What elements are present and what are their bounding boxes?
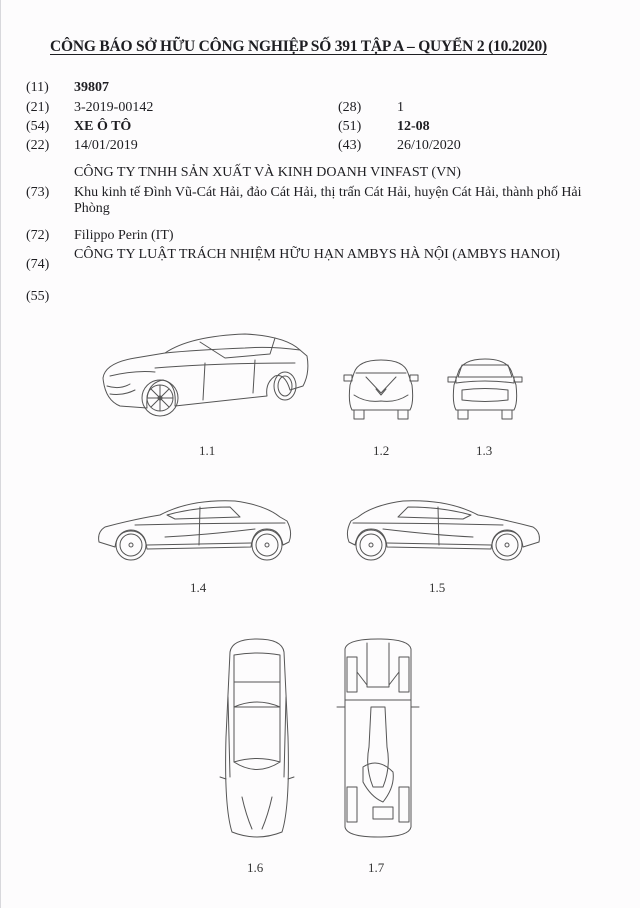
figure-1-2-front-drawing bbox=[343, 359, 419, 420]
figure-label-1-5: 1.5 bbox=[429, 580, 446, 595]
gazette-header: CÔNG BÁO SỞ HỮU CÔNG NGHIỆP SỐ 391 TẬP A… bbox=[50, 38, 547, 55]
owner-name: CÔNG TY TNHH SẢN XUẤT VÀ KINH DOANH VINF… bbox=[74, 165, 461, 180]
application-number: 3-2019-00142 bbox=[74, 100, 154, 115]
filing-date: 14/01/2019 bbox=[74, 138, 138, 153]
field-code-21: (21) bbox=[26, 100, 50, 115]
owner-address: Khu kinh tế Đình Vũ-Cát Hải, đảo Cát Hải… bbox=[74, 185, 582, 216]
page-edge bbox=[0, 0, 1, 908]
figure-1-1-perspective-drawing bbox=[102, 333, 309, 417]
registration-number: 39807 bbox=[74, 80, 109, 95]
field-code-74: (74) bbox=[26, 257, 50, 272]
designer: Filippo Perin (IT) bbox=[74, 228, 174, 243]
figure-1-3-rear-drawing bbox=[447, 358, 523, 420]
figure-label-1-1: 1.1 bbox=[199, 443, 216, 458]
figure-1-5-side-right-drawing bbox=[346, 500, 540, 561]
figure-label-1-2: 1.2 bbox=[373, 443, 390, 458]
field-code-73: (73) bbox=[26, 185, 50, 200]
design-title: XE Ô TÔ bbox=[74, 119, 132, 134]
field-code-28: (28) bbox=[338, 100, 362, 115]
representative: CÔNG TY LUẬT TRÁCH NHIỆM HỮU HẠN AMBYS H… bbox=[74, 247, 560, 262]
figure-1-6-top-drawing bbox=[219, 638, 295, 838]
field-code-51: (51) bbox=[338, 119, 362, 134]
figure-1-4-side-left-drawing bbox=[98, 500, 292, 561]
field-code-55: (55) bbox=[26, 289, 50, 304]
field-code-43: (43) bbox=[338, 138, 362, 153]
figure-label-1-3: 1.3 bbox=[476, 443, 493, 458]
design-count: 1 bbox=[397, 100, 404, 115]
figure-label-1-4: 1.4 bbox=[190, 580, 207, 595]
locarno-class: 12-08 bbox=[397, 119, 430, 134]
field-code-22: (22) bbox=[26, 138, 50, 153]
figure-1-7-bottom-drawing bbox=[336, 638, 420, 838]
field-code-11: (11) bbox=[26, 80, 49, 95]
figure-label-1-6: 1.6 bbox=[247, 860, 264, 875]
figure-label-1-7: 1.7 bbox=[368, 860, 385, 875]
publication-date: 26/10/2020 bbox=[397, 138, 461, 153]
field-code-54: (54) bbox=[26, 119, 50, 134]
field-code-72: (72) bbox=[26, 228, 50, 243]
